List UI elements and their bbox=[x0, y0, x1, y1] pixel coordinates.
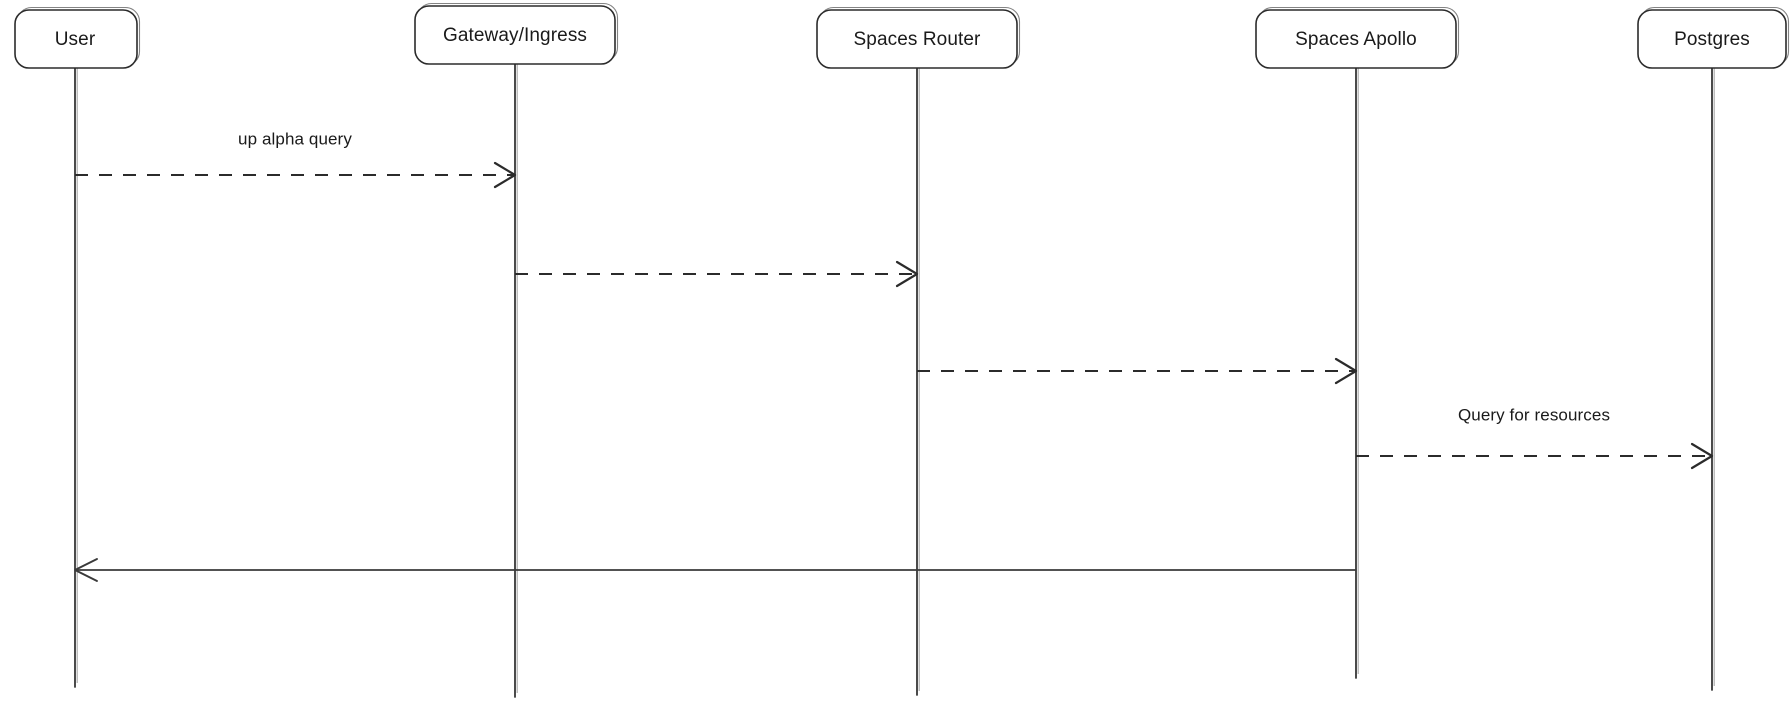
lifeline-router bbox=[916, 67, 920, 696]
lifelines-layer bbox=[74, 63, 1715, 698]
message-m5[interactable] bbox=[74, 558, 1357, 582]
participants-layer: User Gateway/Ingress Spaces Router Spaces A… bbox=[14, 2, 1790, 69]
participant-label-router: Spaces Router bbox=[854, 29, 982, 50]
lifeline-apollo bbox=[1355, 67, 1359, 679]
participant-box-postgres[interactable] bbox=[1637, 9, 1787, 69]
participant-postgres[interactable]: Postgres bbox=[1637, 6, 1790, 69]
lifeline-postgres bbox=[1711, 67, 1715, 691]
lifeline-gateway bbox=[514, 63, 518, 698]
message-label-m4: Query for resources bbox=[1458, 405, 1610, 424]
arrow-head-icon-m3 bbox=[1334, 357, 1358, 385]
message-m3[interactable] bbox=[917, 357, 1358, 385]
participant-user[interactable]: User bbox=[14, 6, 141, 69]
message-m1[interactable]: up alpha query bbox=[75, 129, 517, 189]
participant-apollo[interactable]: Spaces Apollo bbox=[1255, 6, 1460, 69]
participant-label-gateway: Gateway/Ingress bbox=[443, 25, 587, 46]
arrow-head-icon-m4 bbox=[1690, 442, 1714, 470]
message-m4[interactable]: Query for resources bbox=[1356, 405, 1714, 470]
participant-label-postgres: Postgres bbox=[1674, 29, 1750, 50]
arrow-head-icon-m1 bbox=[493, 161, 517, 189]
participant-label-apollo: Spaces Apollo bbox=[1295, 29, 1417, 50]
participant-gateway[interactable]: Gateway/Ingress bbox=[414, 2, 619, 65]
participant-box-router[interactable] bbox=[816, 9, 1018, 69]
message-label-m1: up alpha query bbox=[238, 129, 352, 148]
participant-router[interactable]: Spaces Router bbox=[816, 6, 1021, 69]
participant-label-user: User bbox=[55, 29, 96, 50]
lifeline-user bbox=[74, 67, 78, 688]
participant-box-apollo[interactable] bbox=[1255, 9, 1457, 69]
arrow-head-icon-m2 bbox=[895, 260, 919, 288]
participant-box-user[interactable] bbox=[14, 9, 138, 69]
message-m2[interactable] bbox=[515, 260, 919, 288]
participant-box-gateway[interactable] bbox=[414, 5, 616, 65]
arrow-head-icon-m5 bbox=[74, 558, 98, 582]
